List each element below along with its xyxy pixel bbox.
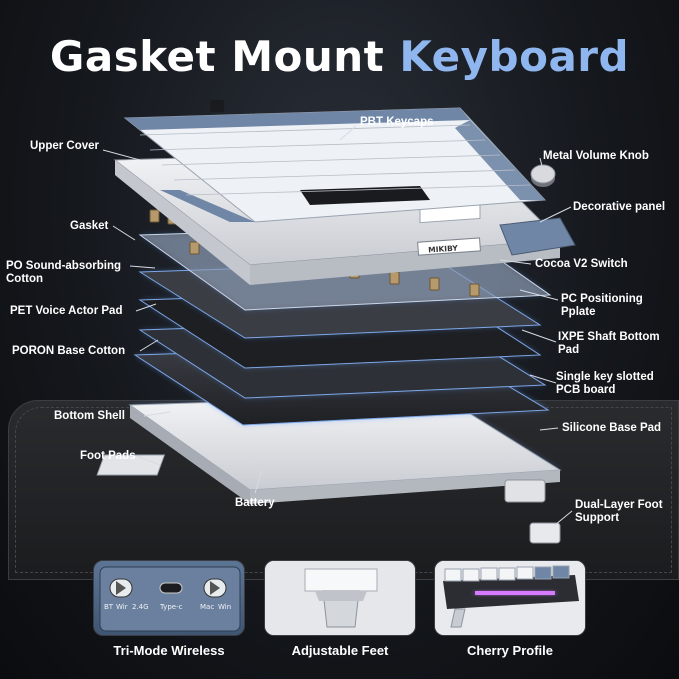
page-title: Gasket Mount Keyboard bbox=[0, 32, 679, 81]
thumb-tri-mode: BT Wir 2.4G Type-c Mac Win bbox=[93, 560, 245, 636]
label-bottom-shell: Bottom Shell bbox=[54, 410, 125, 422]
label-ixpe-1: IXPE Shaft Bottom bbox=[558, 331, 660, 343]
label-pcb-1: Single key slotted bbox=[556, 371, 654, 383]
label-battery: Battery bbox=[235, 497, 275, 509]
exploded-keyboard-illustration: MIKIBY bbox=[96, 100, 576, 544]
label-pc-plate-2: Pplate bbox=[561, 306, 596, 318]
label-poron: PORON Base Cotton bbox=[12, 345, 126, 357]
thumb-cherry-profile bbox=[434, 560, 586, 636]
switch-mac: Mac bbox=[200, 603, 214, 611]
label-cocoa-switch: Cocoa V2 Switch bbox=[535, 258, 628, 270]
label-po-cotton-2: Cotton bbox=[6, 273, 44, 285]
label-pbt-keycaps: PBT Keycaps bbox=[360, 116, 434, 128]
caption-adjustable-feet: Adjustable Feet bbox=[291, 643, 389, 658]
title-part1: Gasket Mount bbox=[49, 32, 385, 81]
brand-plate bbox=[417, 237, 481, 256]
caption-tri-mode: Tri-Mode Wireless bbox=[113, 643, 225, 658]
thumb-adjustable-feet bbox=[264, 560, 416, 636]
keycaps-layer bbox=[123, 100, 547, 223]
switch-typec: Type-c bbox=[159, 603, 183, 611]
foot-illustration bbox=[265, 561, 415, 635]
label-pc-plate-1: PC Positioning bbox=[561, 293, 643, 305]
metal-knob bbox=[530, 164, 556, 187]
label-pet-pad: PET Voice Actor Pad bbox=[10, 305, 123, 317]
label-silicone: Silicone Base Pad bbox=[562, 422, 662, 434]
caption-cherry-profile: Cherry Profile bbox=[467, 643, 553, 658]
feature-row: BT Wir 2.4G Type-c Mac Win Tri-Mode Wire… bbox=[0, 560, 679, 679]
switch-24g: 2.4G bbox=[132, 603, 149, 611]
label-decorative-panel: Decorative panel bbox=[573, 201, 666, 213]
label-foot-pads: Foot Pads bbox=[80, 450, 136, 462]
label-pcb-2: PCB board bbox=[556, 384, 616, 396]
label-dual-foot-1: Dual-Layer Foot bbox=[575, 499, 663, 511]
label-ixpe-2: Pad bbox=[558, 344, 580, 356]
label-po-cotton-1: PO Sound-absorbing bbox=[6, 260, 121, 272]
label-metal-knob: Metal Volume Knob bbox=[543, 150, 649, 162]
brand-text: MIKIBY bbox=[428, 243, 459, 254]
profile-illustration bbox=[435, 561, 585, 635]
label-upper-cover: Upper Cover bbox=[30, 140, 100, 152]
switch-bt: BT bbox=[104, 603, 114, 611]
switch-win: Win bbox=[218, 603, 231, 611]
label-dual-foot-2: Support bbox=[575, 512, 620, 524]
leader-lines bbox=[102, 125, 573, 526]
label-gasket: Gasket bbox=[70, 220, 109, 232]
title-part2: Keyboard bbox=[399, 32, 630, 81]
switch-wir: Wir bbox=[116, 603, 128, 611]
mode-switch-panel: BT Wir 2.4G Type-c Mac Win bbox=[99, 566, 241, 632]
